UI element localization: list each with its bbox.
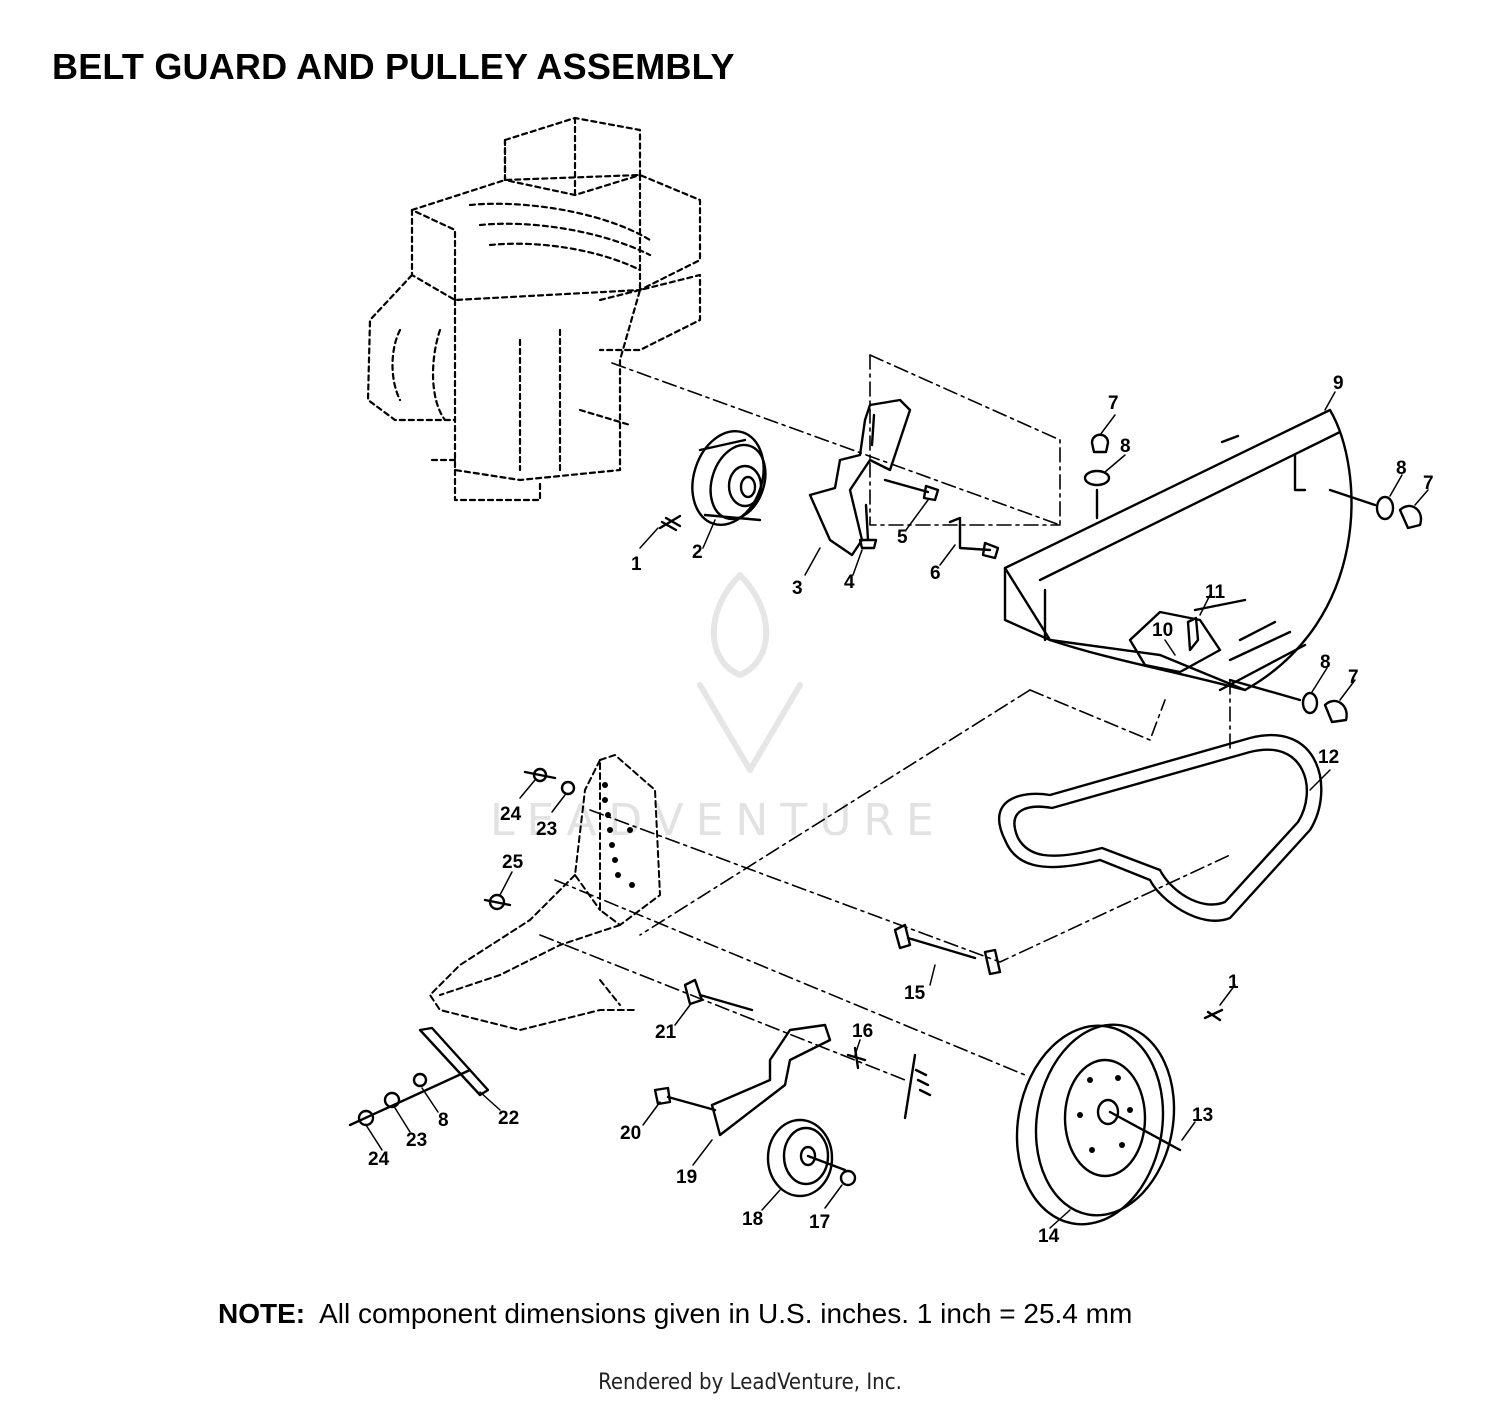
leader-lines [365, 391, 1429, 1229]
v-belt [997, 734, 1323, 922]
shoulder-bolt-15 [893, 923, 1002, 976]
frame-holes [602, 782, 635, 888]
callout-10: 10 [1152, 620, 1173, 641]
page-title: BELT GUARD AND PULLEY ASSEMBLY [52, 46, 735, 87]
callout-12: 12 [1318, 747, 1339, 768]
l-bolt-6 [948, 516, 1000, 560]
callout-15: 15 [904, 983, 926, 1004]
bracket-3 [808, 398, 912, 557]
callout-16: 16 [852, 1021, 873, 1042]
note-label: NOTE: [218, 1298, 306, 1329]
bolt-20 [653, 1086, 717, 1112]
frame-plate [429, 754, 661, 1031]
callout-numbers: 1 2 3 4 5 6 7 8 8 7 11 10 9 8 7 12 24 23… [368, 373, 1434, 1247]
callout-17: 17 [809, 1212, 830, 1233]
bolt-11 [1186, 598, 1247, 652]
watermark-text: LEADVENTURE [490, 795, 946, 846]
callout-13: 13 [1192, 1105, 1213, 1126]
callout-5: 5 [897, 527, 908, 548]
pulley-holes [1077, 1075, 1133, 1153]
callout-1: 1 [631, 554, 642, 575]
bolt-4 [858, 503, 878, 550]
callout-22: 22 [498, 1108, 519, 1129]
callout-19: 19 [676, 1167, 697, 1188]
nut-24-top [523, 767, 557, 783]
callout-21: 21 [655, 1022, 677, 1043]
engine-pulley [691, 429, 767, 527]
callout-7-right-top: 7 [1423, 473, 1434, 494]
callout-25: 25 [502, 852, 524, 873]
footer-credit: Rendered by LeadVenture, Inc. [598, 1370, 902, 1395]
idler-pulley [766, 1118, 847, 1198]
callout-8-right-bottom: 8 [1320, 652, 1331, 673]
idler-bolt-21 [683, 978, 754, 1012]
callout-1-lower: 1 [1228, 972, 1239, 993]
callout-24-lower: 24 [368, 1149, 390, 1170]
bracket-22 [418, 1026, 490, 1097]
callout-2: 2 [692, 542, 703, 563]
callout-23-top: 23 [536, 819, 557, 840]
callout-8-right-top: 8 [1396, 458, 1407, 479]
callout-8-lower: 8 [438, 1110, 449, 1131]
callout-4: 4 [844, 572, 855, 593]
bolt-5 [883, 478, 940, 502]
callout-3: 3 [792, 578, 803, 599]
set-screw-1 [658, 514, 682, 532]
callout-24-top: 24 [500, 804, 522, 825]
watermark-logo [697, 572, 803, 773]
callout-11: 11 [1205, 582, 1226, 603]
drive-pulley [1015, 1023, 1182, 1226]
nut-washer-right-top [1328, 488, 1423, 530]
nut-washer-top [1083, 433, 1111, 520]
nut-stack-lower [348, 1068, 472, 1127]
callout-23-lower: 23 [406, 1130, 427, 1151]
callout-8-top: 8 [1120, 436, 1131, 457]
washer-23-top [560, 780, 576, 796]
nut-25 [483, 893, 512, 911]
callout-6: 6 [930, 563, 941, 584]
callout-9: 9 [1333, 373, 1344, 394]
callout-7-right-bottom: 7 [1348, 667, 1359, 688]
callout-18: 18 [742, 1209, 763, 1230]
spring [903, 1053, 932, 1120]
belt-guard [1003, 408, 1353, 692]
idler-arm-19 [710, 1023, 832, 1137]
engine-outline [366, 116, 702, 502]
note-text: All component dimensions given in U.S. i… [319, 1298, 1133, 1329]
axis-lines [539, 354, 1231, 1081]
set-screw-1-lower [1203, 1008, 1224, 1022]
nut-washer-right-bottom [1228, 678, 1348, 724]
callout-7-top: 7 [1108, 393, 1119, 414]
callout-14: 14 [1038, 1226, 1060, 1247]
nut-17 [839, 1169, 857, 1187]
dimension-note: NOTE: All component dimensions given in U… [218, 1298, 1132, 1330]
callout-20: 20 [620, 1123, 641, 1144]
